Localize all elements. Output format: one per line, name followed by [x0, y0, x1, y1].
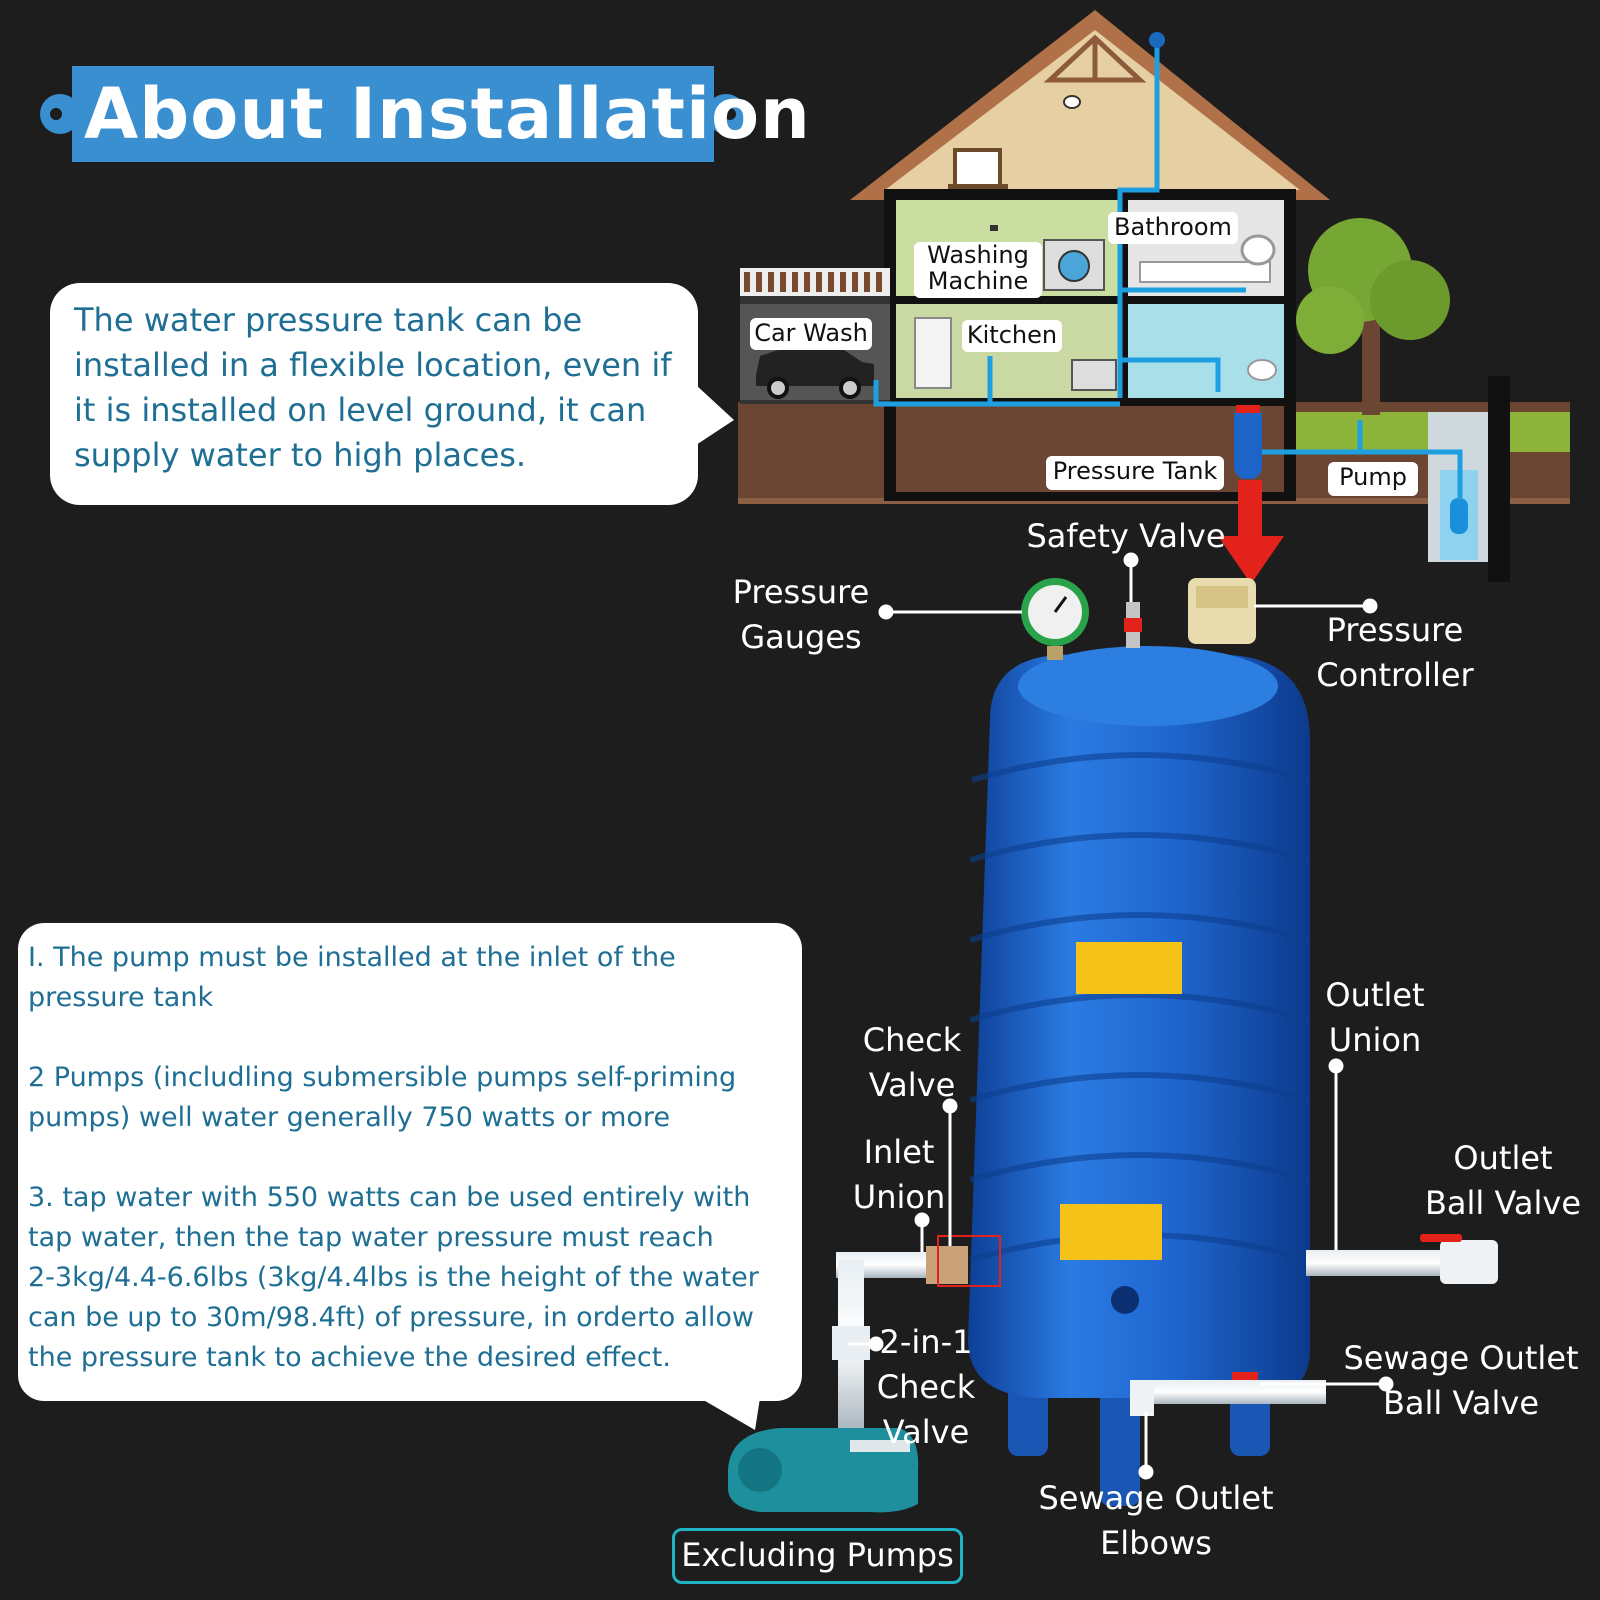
note-line — [28, 1018, 808, 1058]
intro-text: The water pressure tank can be installed… — [74, 298, 674, 478]
label-sewage-ball-valve-line1: Sewage Outlet — [1343, 1339, 1579, 1377]
note-line — [28, 1138, 808, 1178]
note-line: pressure tank — [28, 982, 214, 1013]
intro-speech-bubble — [50, 283, 734, 505]
intro-line: it is installed on level ground, it can — [74, 391, 647, 429]
label-inlet-union-line2: Union — [852, 1178, 946, 1216]
label-pressure-gauges-line2: Gauges — [740, 618, 862, 656]
note-line: pumps) well water generally 750 watts or… — [28, 1102, 671, 1133]
label-outlet-ball-valve-line1: Outlet — [1453, 1139, 1553, 1177]
label-2-in-1-line1: 2-in-1 — [879, 1323, 973, 1361]
label-2-in-1-line3: Valve — [882, 1413, 970, 1451]
intro-line: supply water to high places. — [74, 436, 527, 474]
label-pressure-gauges-line1: Pressure — [732, 573, 870, 611]
label-pressure-controller-line1: Pressure — [1326, 611, 1464, 649]
intro-line: The water pressure tank can be — [74, 301, 583, 339]
intro-line: installed in a flexible location, even i… — [74, 346, 672, 384]
label-check-valve-line2: Valve — [868, 1066, 956, 1104]
note-line: can be up to 30m/98.4ft) of pressure, in… — [28, 1302, 754, 1333]
label-washing-machine-line1: Washing — [927, 241, 1029, 269]
note-line: the pressure tank to achieve the desired… — [28, 1342, 671, 1373]
label-2-in-1-check-valve: 2-in-1 Check Valve — [866, 1320, 986, 1455]
label-pressure-controller: Pressure Controller — [1300, 608, 1490, 698]
label-sewage-outlet-ball-valve: Sewage Outlet Ball Valve — [1336, 1336, 1586, 1426]
label-washing-machine-line2: Machine — [927, 267, 1029, 295]
label-sewage-outlet-elbows: Sewage Outlet Elbows — [1028, 1476, 1284, 1566]
label-outlet-union: Outlet Union — [1310, 973, 1440, 1063]
label-check-valve: Check Valve — [852, 1018, 972, 1108]
pressure-tank-illustration — [728, 578, 1498, 1513]
house-illustration — [738, 10, 1570, 582]
label-outlet-union-line1: Outlet — [1325, 976, 1425, 1014]
label-outlet-ball-valve-line2: Ball Valve — [1424, 1184, 1582, 1222]
note-line: 2 Pumps (includling submersible pumps se… — [28, 1062, 737, 1093]
label-excluding-pumps: Excluding Pumps — [672, 1528, 963, 1584]
red-arrow-icon — [1218, 480, 1284, 584]
label-pressure-controller-line2: Controller — [1316, 656, 1474, 694]
label-outlet-union-line2: Union — [1328, 1021, 1422, 1059]
label-outlet-ball-valve: Outlet Ball Valve — [1418, 1136, 1588, 1226]
label-pump: Pump — [1328, 462, 1418, 496]
label-pressure-gauges: Pressure Gauges — [724, 570, 878, 660]
label-check-valve-line1: Check — [862, 1021, 962, 1059]
note-line: tap water, then the tap water pressure m… — [28, 1222, 714, 1253]
label-pressure-tank: Pressure Tank — [1046, 456, 1224, 490]
label-bathroom: Bathroom — [1108, 212, 1238, 244]
note-line: 3. tap water with 550 watts can be used … — [28, 1182, 751, 1213]
title-banner — [40, 66, 746, 162]
label-washing-machine: Washing Machine — [914, 242, 1042, 298]
label-sewage-elbows-line1: Sewage Outlet — [1038, 1479, 1274, 1517]
page-title: About Installation — [84, 73, 811, 155]
note-line: I. The pump must be installed at the inl… — [28, 942, 676, 973]
label-sewage-ball-valve-line2: Ball Valve — [1382, 1384, 1540, 1422]
notes-speech-bubble — [18, 923, 802, 1430]
note-line: 2-3kg/4.4-6.6lbs (3kg/4.4lbs is the heig… — [28, 1262, 759, 1293]
label-inlet-union-line1: Inlet — [863, 1133, 935, 1171]
label-inlet-union: Inlet Union — [844, 1130, 954, 1220]
label-car-wash: Car Wash — [750, 318, 872, 350]
leader-lines — [848, 552, 1394, 1480]
label-sewage-elbows-line2: Elbows — [1100, 1524, 1212, 1562]
label-2-in-1-line2: Check — [876, 1368, 976, 1406]
notes-text: I. The pump must be installed at the inl… — [28, 938, 808, 1378]
label-kitchen: Kitchen — [962, 320, 1062, 352]
label-safety-valve: Safety Valve — [1026, 517, 1226, 555]
